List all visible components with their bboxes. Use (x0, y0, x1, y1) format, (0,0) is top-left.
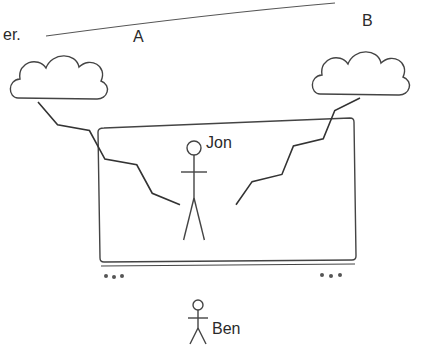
figure-lines (181, 141, 207, 240)
cloud-outline (312, 52, 409, 95)
cloud-label: A (133, 28, 144, 46)
cloud-b: B (310, 46, 410, 98)
stick-figure-ben: Ben (186, 296, 248, 346)
cloud-shape (8, 50, 108, 102)
stick-figure-jon: Jon (180, 128, 236, 246)
person-name: Ben (212, 320, 240, 338)
cloud-a: A (8, 50, 108, 102)
cloud-label: B (362, 12, 373, 30)
car-frame (101, 264, 355, 266)
note-fragment: er. (3, 26, 21, 44)
lightning-bolt (38, 102, 180, 205)
cloud-shape (310, 46, 410, 98)
person-name: Jon (206, 134, 232, 152)
horizon-line (46, 3, 335, 36)
lightning-bolt (236, 98, 360, 205)
wheel-dots (104, 273, 342, 279)
figure-lines (188, 300, 208, 344)
cloud-outline (10, 56, 107, 99)
